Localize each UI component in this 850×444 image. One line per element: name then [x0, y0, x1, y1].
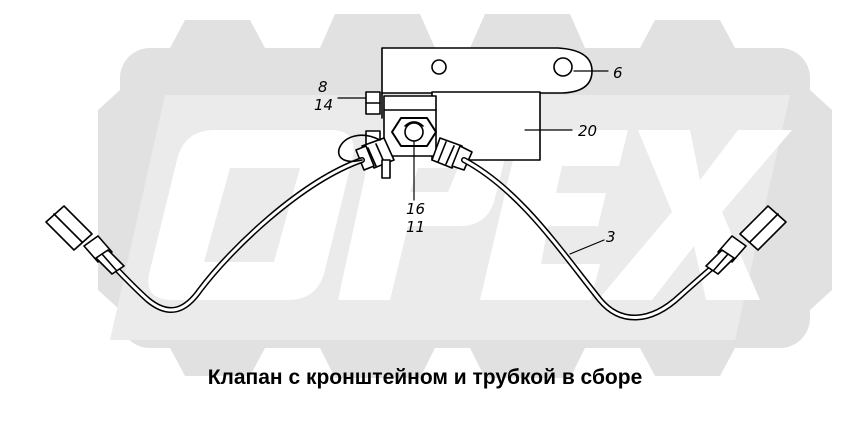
bracket-hole-left	[431, 59, 447, 75]
diagram-caption: Клапан с кронштейном и трубкой в сборе	[207, 366, 643, 389]
callout-6: 6	[613, 64, 623, 82]
bracket-hole-right	[553, 57, 573, 77]
callout-16: 16	[406, 200, 425, 218]
callout-labels: 6 8 14 20 16 11 3	[314, 64, 623, 246]
watermark	[98, 14, 832, 378]
tee-fitting-right	[431, 137, 473, 171]
callout-8: 8	[318, 78, 328, 96]
valve-assembly-drawing	[45, 47, 787, 321]
callout-11: 11	[406, 218, 425, 236]
end-fitting-left	[45, 205, 125, 275]
leader-lines	[337, 70, 609, 255]
tube-right	[461, 157, 733, 321]
tube-left	[97, 134, 381, 313]
callout-20: 20	[578, 122, 597, 140]
callout-14: 14	[314, 96, 333, 114]
callout-3: 3	[606, 228, 616, 246]
watermark-letter-counters	[204, 168, 458, 262]
end-fitting-right	[705, 205, 787, 275]
